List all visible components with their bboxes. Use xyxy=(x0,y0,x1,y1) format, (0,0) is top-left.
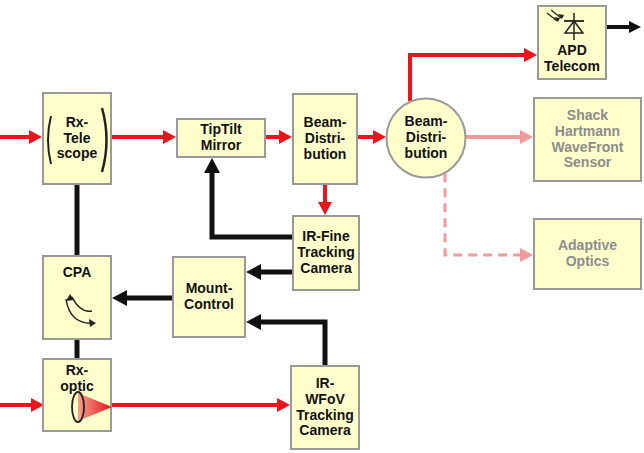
sensor-box: Shack Hartmann WaveFront Sensor xyxy=(533,97,642,182)
arrow-head xyxy=(246,314,261,330)
connector-line xyxy=(112,135,165,139)
arrow-head xyxy=(520,130,533,144)
node-label: Mount-Control xyxy=(184,281,234,312)
control-box: Mount-Control xyxy=(172,256,246,338)
arrow-head xyxy=(246,264,261,280)
connector-line xyxy=(259,322,325,365)
connector xyxy=(112,130,176,144)
connector-line xyxy=(266,135,281,139)
output-signal-head xyxy=(629,21,641,33)
node-label: IR-WFoV Tracking Camera xyxy=(296,376,354,439)
input-beam xyxy=(0,135,30,139)
connector xyxy=(445,173,533,262)
connector xyxy=(112,398,290,412)
connector xyxy=(77,185,78,255)
connector-line xyxy=(125,296,172,301)
beam-distribution-circle: Beam- Distri- bution xyxy=(385,97,467,179)
arrow-head xyxy=(204,158,220,173)
optic-box: Rx- optic xyxy=(42,358,112,432)
output-signal xyxy=(607,25,630,29)
node-label: Rx-Tele scope xyxy=(57,115,97,162)
connector xyxy=(204,158,292,237)
arrow-head xyxy=(279,130,292,144)
optics-box: Adaptive Optics xyxy=(533,218,642,290)
camera-box: IR-WFoV Tracking Camera xyxy=(290,365,360,450)
connector xyxy=(358,130,386,144)
connector xyxy=(266,130,292,144)
connector-line xyxy=(112,403,279,407)
connector xyxy=(112,290,172,306)
detector-box: APD Telecom xyxy=(537,5,607,80)
arrow-head xyxy=(318,202,332,215)
node-label: APD Telecom xyxy=(544,43,600,74)
connector xyxy=(466,130,533,144)
camera-box: IR-Fine Tracking Camera xyxy=(292,215,360,291)
arrow-head xyxy=(520,248,533,262)
input-beam xyxy=(0,403,32,407)
telescope-box: Rx-Tele scope xyxy=(42,92,112,185)
arrow-head xyxy=(163,130,176,144)
connector xyxy=(410,48,537,101)
connector-line xyxy=(75,185,80,255)
arrow-head xyxy=(524,48,537,62)
connector-line xyxy=(410,55,526,101)
arrow-head xyxy=(277,398,290,412)
connector-line xyxy=(212,171,292,237)
mirror-box: TipTilt Mirror xyxy=(176,118,266,158)
connector xyxy=(246,314,325,365)
node-label: IR-Fine Tracking Camera xyxy=(297,229,355,276)
node-label: Beam- Distri- bution xyxy=(405,114,448,161)
node-label: TipTilt Mirror xyxy=(200,122,241,153)
connector-line xyxy=(466,135,522,139)
arrow-head xyxy=(373,130,386,144)
connector xyxy=(318,185,332,215)
connector-line xyxy=(259,270,292,275)
connector xyxy=(77,340,78,358)
cpa-box: CPA xyxy=(42,255,112,340)
connector-line xyxy=(445,173,522,255)
node-label: Shack Hartmann WaveFront Sensor xyxy=(552,108,624,171)
beamsplitter-box: Beam- Distri- bution xyxy=(292,93,358,185)
connector-line xyxy=(358,135,375,139)
node-label: Adaptive Optics xyxy=(558,238,617,269)
input-beam-head xyxy=(29,130,42,144)
connector-line xyxy=(75,340,80,358)
connector xyxy=(246,264,292,280)
node-label: CPA xyxy=(63,265,92,281)
connector-line xyxy=(323,185,327,204)
arrow-head xyxy=(112,290,127,306)
node-label: Rx- optic xyxy=(60,363,93,394)
node-label: Beam- Distri- bution xyxy=(304,115,347,162)
